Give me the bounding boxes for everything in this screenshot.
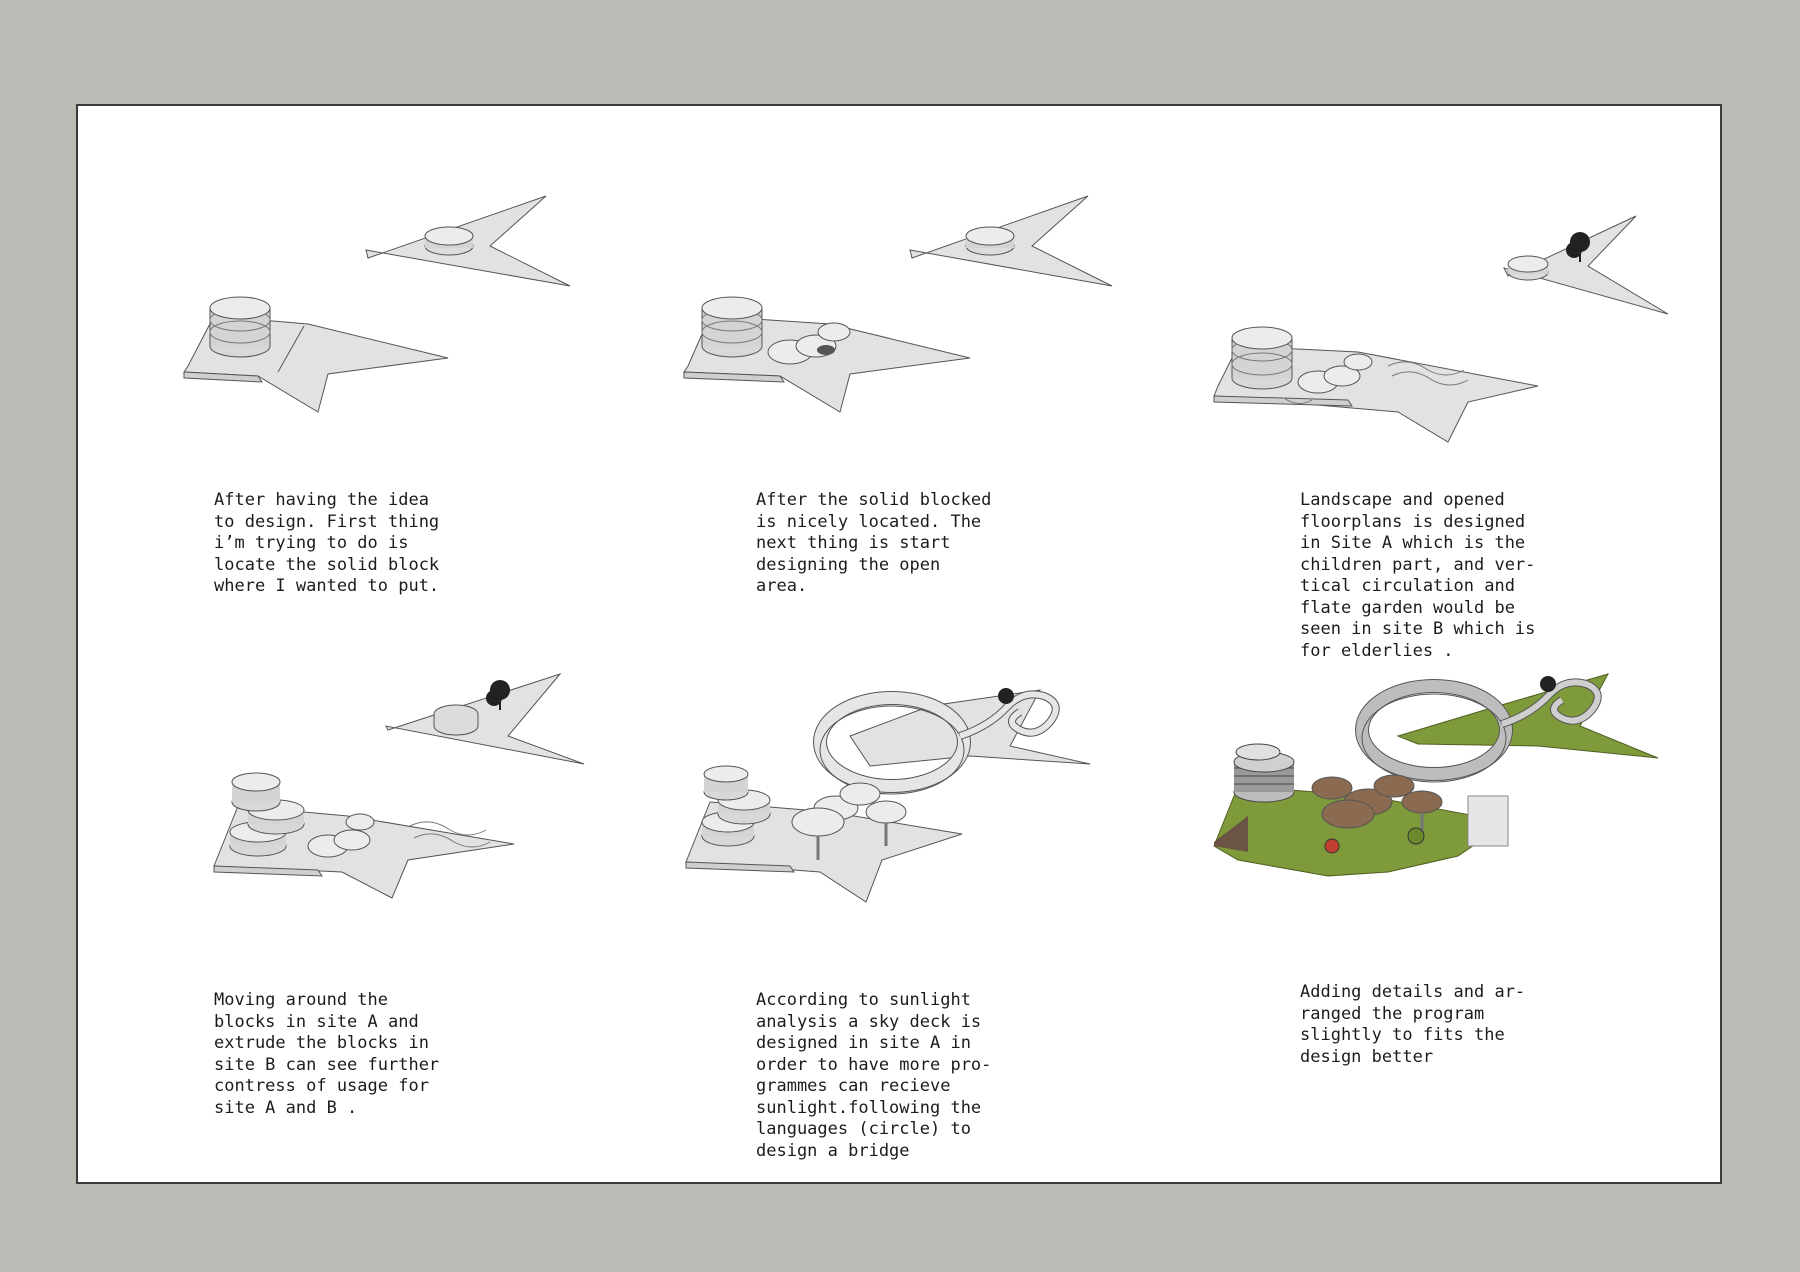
diagram-board: After having the idea to design. First t… bbox=[76, 104, 1722, 1184]
step-3-model bbox=[1213, 215, 1669, 443]
tree-icon bbox=[1540, 676, 1556, 692]
step-1-caption: After having the idea to design. First t… bbox=[214, 490, 440, 596]
step-4-model bbox=[213, 672, 585, 899]
step-5-caption: According to sunlight analysis a sky dec… bbox=[756, 990, 992, 1161]
step-4-caption: Moving around the blocks in site A and e… bbox=[214, 990, 440, 1118]
step-5-model bbox=[685, 688, 1091, 903]
step-3: Landscape and opened floorplans is desig… bbox=[1208, 146, 1728, 661]
step-2: After the solid blocked is nicely locate… bbox=[670, 146, 1190, 636]
tree-icon bbox=[998, 688, 1014, 704]
step-6: Adding details and ar- ranged the progra… bbox=[1208, 646, 1728, 1136]
step-6-model bbox=[1213, 673, 1659, 877]
step-5: According to sunlight analysis a sky dec… bbox=[670, 646, 1190, 1161]
step-6-caption: Adding details and ar- ranged the progra… bbox=[1300, 982, 1526, 1067]
step-4: Moving around the blocks in site A and e… bbox=[128, 646, 648, 1136]
step-2-model bbox=[683, 195, 1113, 413]
step-2-caption: After the solid blocked is nicely locate… bbox=[756, 490, 992, 596]
step-3-caption: Landscape and opened floorplans is desig… bbox=[1300, 490, 1536, 661]
step-1: After having the idea to design. First t… bbox=[128, 146, 648, 636]
step-1-model bbox=[183, 195, 571, 413]
